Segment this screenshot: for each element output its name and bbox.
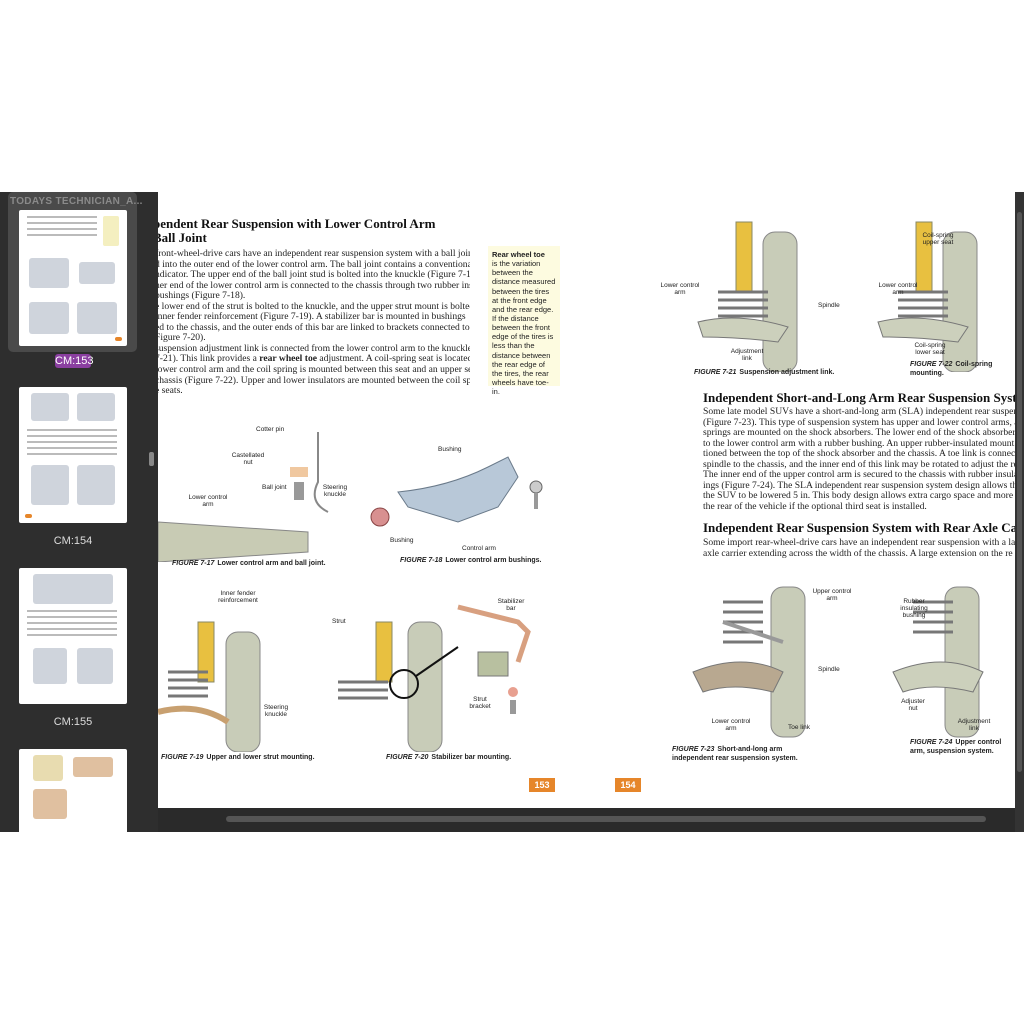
thumbnail-page-154[interactable] (19, 387, 127, 523)
figure-7-18-illustration (370, 456, 543, 527)
figure-7-20-illustration (338, 604, 531, 752)
figure-7-17-illustration (158, 432, 329, 562)
thumbnail-label-selected: CM:153 (55, 354, 94, 368)
figures-7-21-7-22-illustration (697, 221, 978, 372)
right-body-text-2: Some import rear-wheel-drive cars have a… (703, 538, 1015, 559)
section-heading: pendent Rear Suspension with Lower Contr… (158, 216, 436, 231)
thumbnail-page-153[interactable] (19, 210, 127, 346)
sidebar-resize-handle[interactable] (149, 452, 154, 466)
horizontal-scroll-thumb[interactable] (226, 816, 986, 822)
document-title: TODAYS TECHNICIAN_A... (10, 196, 143, 207)
page-spread: pendent Rear Suspension with Lower Contr… (158, 192, 1015, 808)
vertical-scrollbar[interactable] (1015, 192, 1024, 832)
page-number-153: 153 (529, 778, 555, 792)
right-body-text-1: Some late model SUVs have a short-and-lo… (703, 407, 1015, 512)
thumbnail-sidebar: TODAYS TECHNICIAN_A... CM:153 CM:154 CM:… (0, 192, 158, 832)
page-number-154: 154 (615, 778, 641, 792)
thumbnail-label: CM:154 (53, 535, 93, 547)
section-heading-sla: Independent Short-and-Long Arm Rear Susp… (703, 390, 1015, 405)
pdf-viewer-window: TODAYS TECHNICIAN_A... CM:153 CM:154 CM:… (0, 192, 1024, 832)
left-body-text: front-wheel-drive cars have an independe… (158, 249, 470, 397)
section-heading-cont: Ball Joint (158, 230, 207, 245)
thumbnail-label: CM:155 (53, 716, 93, 728)
vertical-scroll-thumb[interactable] (1017, 212, 1022, 772)
figure-7-19-illustration (158, 621, 261, 752)
horizontal-scrollbar[interactable] (158, 808, 1015, 832)
thumbnail-page-155[interactable] (19, 568, 127, 704)
thumbnail-page-156[interactable] (19, 749, 127, 832)
figures-7-23-7-24-illustration (692, 586, 984, 738)
desktop-background (0, 0, 1024, 192)
section-heading-axle-carrier: Independent Rear Suspension System with … (703, 520, 1015, 535)
